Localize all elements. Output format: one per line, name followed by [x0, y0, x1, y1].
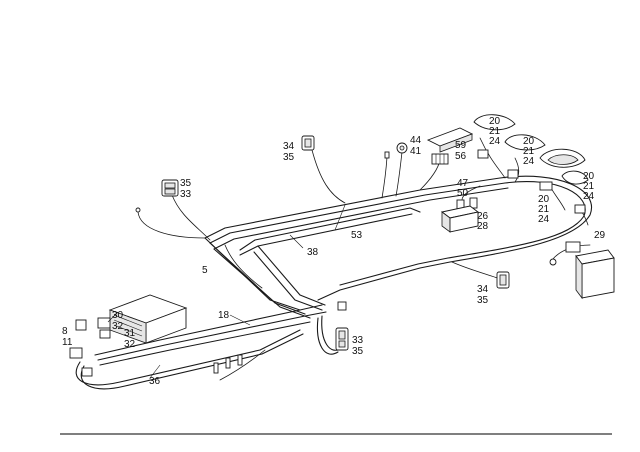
lamp-housing-b — [504, 134, 546, 179]
fuse-block-26-28 — [440, 205, 480, 233]
connector-8-11 — [69, 319, 93, 377]
branch-wires — [137, 137, 591, 381]
lamp-housing-c — [539, 148, 586, 191]
connector-34-35-top — [301, 135, 315, 151]
connector-30-32 — [97, 317, 111, 339]
module-29 — [549, 241, 615, 300]
callout-5: 5 — [202, 265, 208, 276]
callout-38: 38 — [307, 247, 319, 258]
main-harness-trunk — [75, 175, 593, 390]
control-unit-box — [108, 294, 188, 344]
leader-lines — [107, 204, 346, 379]
callout-29: 29 — [594, 230, 606, 241]
components — [69, 114, 615, 377]
terminal-group-bottom — [213, 354, 243, 374]
connector-35-33-left — [161, 179, 179, 197]
relay-box-59 — [426, 127, 474, 153]
lamp-housing-a — [473, 114, 516, 159]
callout-36: 36 — [149, 376, 161, 387]
lamp-housing-d — [561, 170, 589, 214]
sensor-44-41 — [384, 142, 408, 159]
callout-18: 18 — [218, 310, 230, 321]
connector-33-35-bottom — [335, 327, 349, 351]
connector-56 — [431, 153, 449, 165]
callout-53: 53 — [351, 230, 363, 241]
connector-34-35-right — [496, 271, 510, 289]
